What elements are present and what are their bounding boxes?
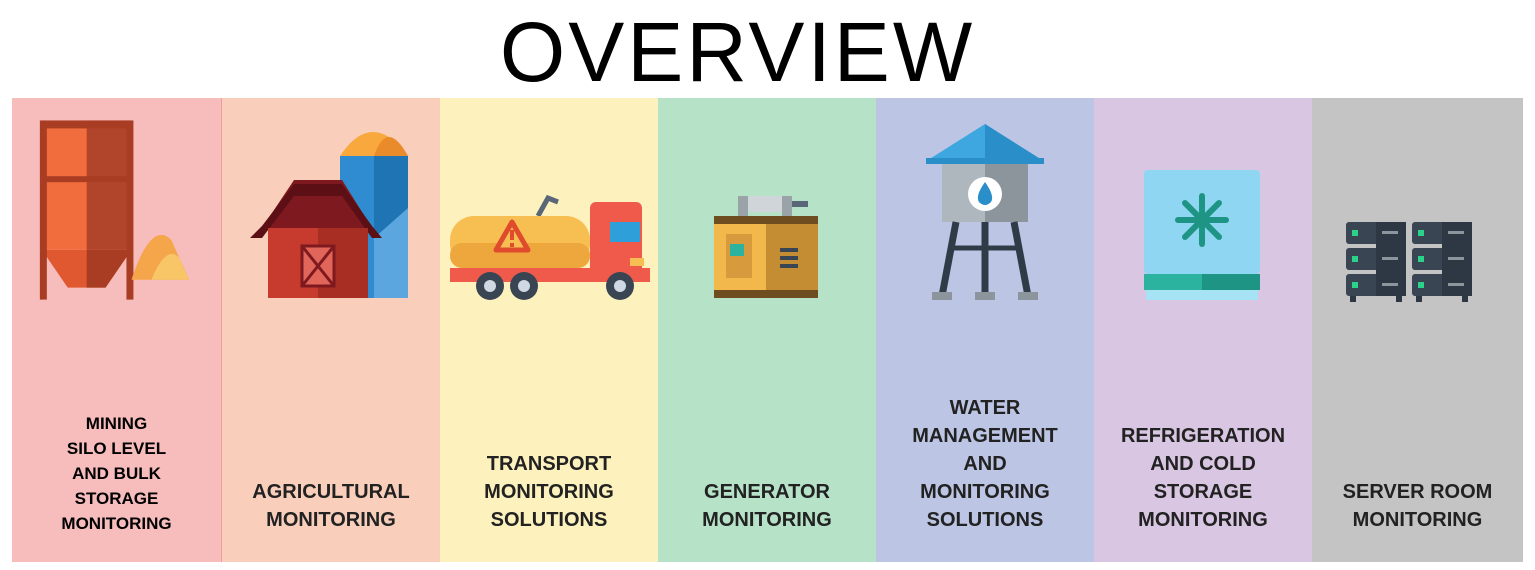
panel-label: MINING SILO LEVEL AND BULK STORAGE MONIT… bbox=[61, 414, 172, 533]
panel-server-room: SERVER ROOM MONITORING bbox=[1312, 98, 1523, 562]
server-rack-icon bbox=[1312, 98, 1523, 338]
panel-label: REFRIGERATION AND COLD STORAGE MONITORIN… bbox=[1120, 425, 1286, 531]
tanker-truck-icon bbox=[440, 98, 658, 338]
panel-label: WATER MANAGEMENT AND MONITORING SOLUTION… bbox=[912, 397, 1058, 531]
page-title: OVERVIEW bbox=[499, 5, 976, 99]
panel-water: WATER MANAGEMENT AND MONITORING SOLUTION… bbox=[876, 98, 1094, 562]
panel-refrigeration: REFRIGERATION AND COLD STORAGE MONITORIN… bbox=[1094, 98, 1312, 562]
panel-agricultural: AGRICULTURAL MONITORING bbox=[222, 98, 440, 562]
panel-label: TRANSPORT MONITORING SOLUTIONS bbox=[484, 453, 614, 531]
panel-generator: GENERATOR MONITORING bbox=[658, 98, 876, 562]
generator-icon bbox=[658, 98, 876, 338]
overview-strip: MINING SILO LEVEL AND BULK STORAGE MONIT… bbox=[12, 98, 1523, 562]
panel-transport: TRANSPORT MONITORING SOLUTIONS bbox=[440, 98, 658, 562]
water-tower-icon bbox=[876, 98, 1094, 338]
panel-label: GENERATOR MONITORING bbox=[702, 481, 832, 531]
panel-mining: MINING SILO LEVEL AND BULK STORAGE MONIT… bbox=[12, 98, 222, 562]
panel-label: SERVER ROOM MONITORING bbox=[1342, 481, 1493, 531]
panel-label: AGRICULTURAL MONITORING bbox=[252, 481, 410, 531]
silo-icon bbox=[12, 98, 221, 338]
freezer-icon bbox=[1094, 98, 1312, 338]
barn-icon bbox=[222, 98, 440, 338]
